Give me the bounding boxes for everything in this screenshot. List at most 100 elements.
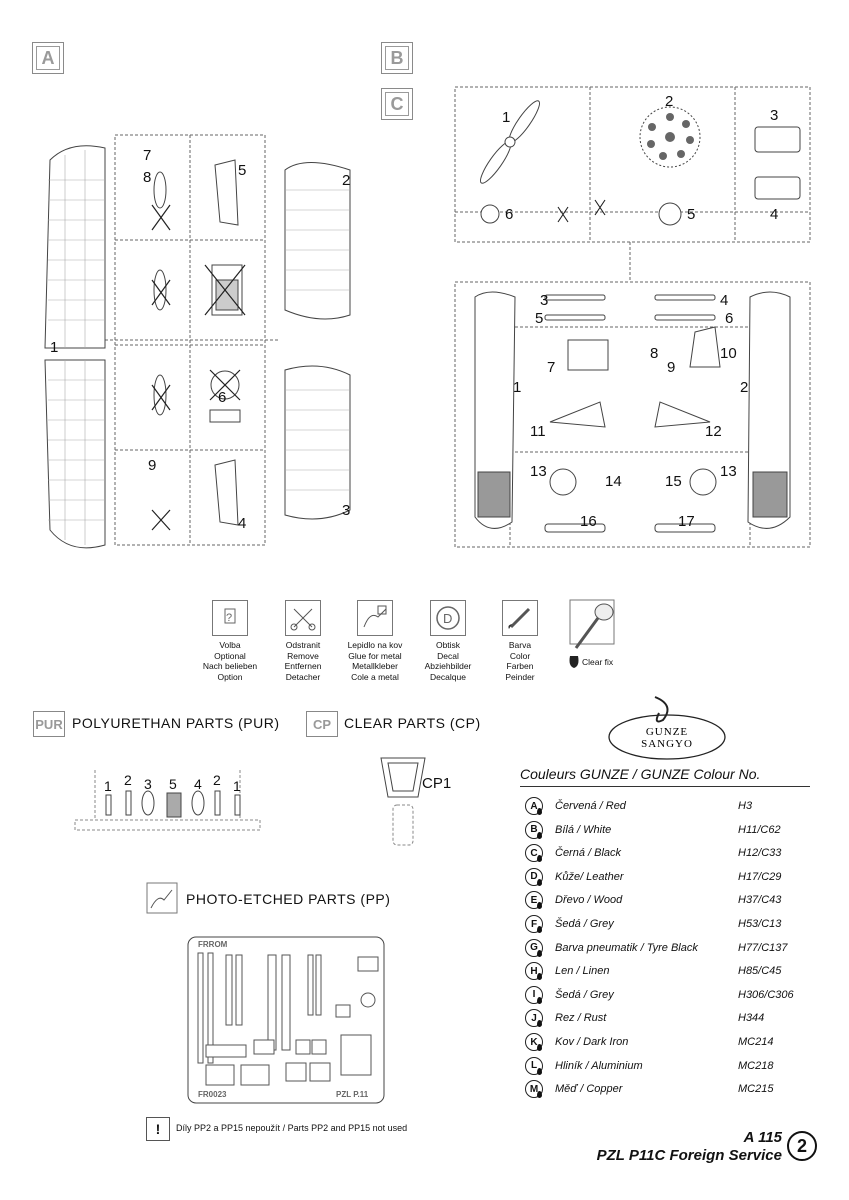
pur-title: POLYURETHAN PARTS (PUR) (72, 715, 280, 731)
part-label: 7 (547, 359, 555, 376)
pur-badge: PUR (33, 711, 65, 737)
part-label: 15 (665, 473, 682, 490)
part-label: 1 (233, 778, 241, 794)
colour-row: A Červená / Red H3 (525, 797, 815, 818)
legend-line: Optional (214, 650, 246, 661)
paint-drop-icon (537, 831, 542, 839)
note-text: Díly PP2 a PP15 nepoužít / Parts PP2 and… (176, 1123, 408, 1133)
legend-line: Abziehbilder (424, 661, 472, 671)
part-label: 2 (124, 772, 132, 788)
colour-name: Kov / Dark Iron (555, 1036, 629, 1048)
colour-letter-badge: B (525, 820, 543, 839)
logo-text: SANGYO (641, 738, 693, 750)
part-label: 12 (705, 423, 722, 440)
paint-drop-icon (537, 1091, 542, 1099)
legend-line: Barva (508, 640, 532, 650)
part-label: 1 (50, 339, 58, 356)
legend-line: Lepidlo na kov (347, 640, 403, 650)
colour-code: H3 (738, 800, 753, 812)
legend-line: Volba (219, 640, 241, 650)
part-label: 17 (678, 513, 695, 530)
scissors-icon (285, 600, 321, 636)
cp-badge: CP (306, 711, 338, 737)
clear-fix-icon (569, 599, 615, 668)
legend-optional: ? Volba Optional Nach belieben Option (195, 600, 265, 682)
part-label: 5 (238, 162, 246, 179)
colour-letter-badge: J (525, 1009, 543, 1028)
cp-title: CLEAR PARTS (CP) (344, 715, 481, 731)
legend-line: Peinder (505, 671, 535, 682)
cp-part-label: CP1 (422, 775, 452, 792)
paint-drop-icon (537, 1067, 542, 1075)
part-label: 3 (342, 502, 350, 519)
part-label: 11 (530, 423, 546, 440)
paint-brush-icon (502, 600, 538, 636)
paint-drop-icon (537, 902, 542, 910)
clear-fix-label: Clear fix (582, 657, 614, 667)
part-label: 2 (213, 772, 221, 788)
legend-line: Entfernen (284, 661, 322, 671)
part-label: 10 (720, 345, 737, 362)
logo-text: GUNZE (646, 726, 688, 738)
legend-line: Color (509, 650, 531, 661)
colour-letter-badge: H (525, 962, 543, 981)
sprue-c-label: C (381, 88, 413, 120)
colour-letter-badge: C (525, 844, 543, 863)
colour-name: Kůže/ Leather (555, 870, 624, 883)
colour-table-rule (520, 786, 810, 787)
legend-color: Barva Color Farben Peinder (485, 600, 555, 682)
svg-text:?: ? (226, 612, 232, 624)
part-label: 6 (505, 206, 513, 223)
decal-icon: D (430, 600, 466, 636)
legend-line: Glue for metal (348, 650, 402, 661)
colour-letter-badge: D (525, 867, 543, 886)
part-label: 7 (143, 147, 151, 164)
legend-line: Option (217, 671, 243, 682)
legend-line: Obtisk (435, 640, 461, 650)
part-label: 9 (148, 457, 156, 474)
paint-drop-icon (537, 1020, 542, 1028)
colour-row: B Bílá / White H11/C62 (525, 820, 815, 842)
colour-letter-badge: A (525, 797, 543, 815)
colour-letter-badge: M (525, 1080, 543, 1099)
question-icon: ? (212, 600, 248, 636)
colour-code: H17/C29 (738, 870, 782, 883)
paint-drop-icon (537, 973, 542, 981)
part-label: 5 (169, 776, 177, 792)
legend-line: Decalque (430, 671, 466, 682)
colour-code: MC215 (738, 1083, 774, 1096)
legend-line: Odstranit (285, 640, 321, 650)
legend-remove: Odstranit Remove Entfernen Detacher (268, 600, 338, 682)
part-label: 6 (218, 389, 226, 406)
colour-letter-badge: G (525, 938, 543, 957)
glue-tube-icon (357, 600, 393, 636)
colour-row: D Kůže/ Leather H17/C29 (525, 867, 815, 889)
paint-drop-icon (537, 855, 542, 863)
colour-code: H306/C306 (738, 988, 794, 1001)
part-label: 8 (650, 345, 658, 362)
sprue-b-label: B (381, 42, 413, 74)
sprue-a-diagram: 1 2 3 4 5 6 7 8 9 (44, 134, 351, 549)
colour-code: H11/C62 (738, 823, 781, 836)
colour-name: Černá / Black (555, 847, 622, 860)
legend-line: Decal (437, 650, 459, 661)
part-label: 5 (687, 206, 695, 223)
part-label: 2 (342, 172, 350, 189)
part-label: 2 (740, 379, 748, 396)
colour-name: Bílá / White (555, 823, 612, 836)
legend-line: Detacher (285, 671, 321, 682)
legend-line: Nach belieben (202, 661, 258, 671)
colour-name: Červená / Red (555, 800, 626, 812)
page-number: 2 (787, 1131, 817, 1161)
colour-name: Hliník / Aluminium (555, 1059, 643, 1072)
part-label: 14 (605, 473, 622, 490)
part-label: 3 (144, 776, 152, 792)
legend-line: Remove (287, 650, 319, 661)
colour-code: MC214 (738, 1036, 774, 1048)
legend-line: Cole a metal (351, 671, 399, 682)
paint-drop-icon (537, 949, 542, 957)
colour-name: Len / Linen (555, 965, 610, 978)
fret-code-label: FR0023 (198, 1090, 227, 1099)
